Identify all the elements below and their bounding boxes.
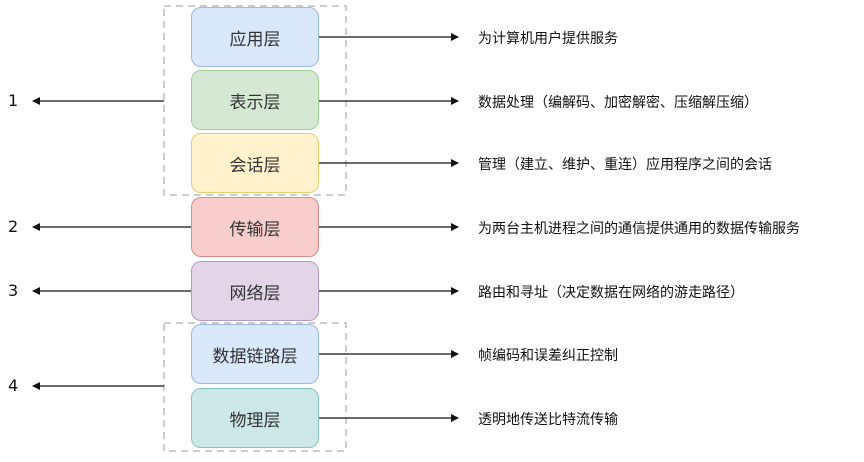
layer-label: 网络层 — [229, 283, 281, 304]
right-arrows — [319, 33, 459, 422]
layer-network: 网络层 — [191, 261, 319, 321]
layer-description: 数据处理（编解码、加密解密、压缩解压缩） — [478, 95, 758, 111]
group-number: 3 — [8, 281, 19, 300]
layer-application: 应用层 — [191, 7, 319, 67]
layer-label: 应用层 — [229, 29, 281, 50]
layer-label: 物理层 — [229, 410, 281, 431]
layer-description: 帧编码和误差纠正控制 — [478, 348, 618, 364]
layer-label: 数据链路层 — [212, 346, 298, 367]
layer-transport: 传输层 — [191, 197, 319, 257]
layer-description: 为计算机用户提供服务 — [478, 31, 618, 47]
layer-label: 会话层 — [229, 155, 281, 176]
layer-presentation: 表示层 — [191, 70, 319, 130]
layer-label: 传输层 — [229, 219, 281, 240]
layer-data-link: 数据链路层 — [191, 324, 319, 384]
layer-physical: 物理层 — [191, 388, 319, 448]
layer-label: 表示层 — [229, 92, 281, 113]
layer-description: 为两台主机进程之间的通信提供通用的数据传输服务 — [478, 221, 800, 237]
group-number: 2 — [8, 217, 19, 236]
layer-description: 透明地传送比特流传输 — [478, 412, 618, 428]
group-number: 1 — [8, 91, 19, 110]
layer-description: 管理（建立、维护、重连）应用程序之间的会话 — [478, 157, 772, 173]
group-box-lower — [163, 322, 347, 452]
layer-session: 会话层 — [191, 133, 319, 193]
left-arrows — [32, 97, 191, 390]
group-number: 4 — [8, 376, 19, 395]
layer-description: 路由和寻址（决定数据在网络的游走路径） — [478, 285, 744, 301]
